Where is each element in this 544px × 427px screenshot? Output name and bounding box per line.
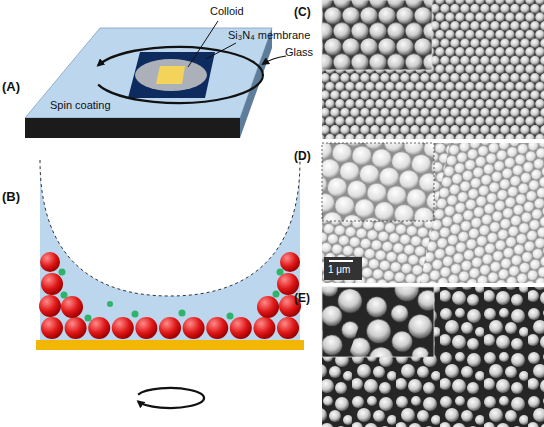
glass-front	[25, 118, 240, 138]
leader-arrow	[263, 56, 286, 64]
part-label: Glass	[285, 46, 313, 59]
scale-ground	[324, 257, 362, 280]
part-label: Si₃N₄ membrane	[228, 29, 310, 42]
part-label: Spin coating	[48, 99, 113, 112]
spin-arrow	[138, 388, 204, 408]
panel-letter: (A)	[2, 80, 20, 95]
sem-inset	[322, 0, 432, 70]
panel-letter: (C)	[294, 6, 311, 20]
sem-image	[322, 0, 544, 139]
spin-arrow	[98, 47, 263, 103]
sem-image	[322, 287, 544, 427]
sem-inset	[322, 287, 434, 357]
membrane-chip	[128, 52, 215, 98]
glass-top	[25, 28, 272, 118]
glass-slab	[25, 28, 272, 138]
meniscus	[40, 160, 300, 296]
panel-letter: (E)	[294, 292, 310, 306]
spheres	[39, 252, 301, 339]
colloid-liquid	[40, 160, 300, 340]
sem-inset	[322, 143, 434, 221]
si3n4-window	[156, 66, 185, 84]
panel-letter: (D)	[294, 150, 311, 164]
substrate	[36, 340, 304, 350]
sem-image	[322, 143, 544, 283]
scale-bar	[329, 260, 353, 262]
glass-side	[240, 28, 272, 138]
small-particles	[59, 269, 284, 322]
scale-label: 1 μm	[328, 264, 350, 276]
leader-line	[206, 43, 236, 59]
panel-letter: (B)	[2, 190, 20, 205]
colloid-drop	[135, 59, 207, 91]
part-label: Colloid	[210, 5, 244, 18]
sem-grain	[420, 143, 544, 283]
leader-line	[188, 21, 218, 67]
